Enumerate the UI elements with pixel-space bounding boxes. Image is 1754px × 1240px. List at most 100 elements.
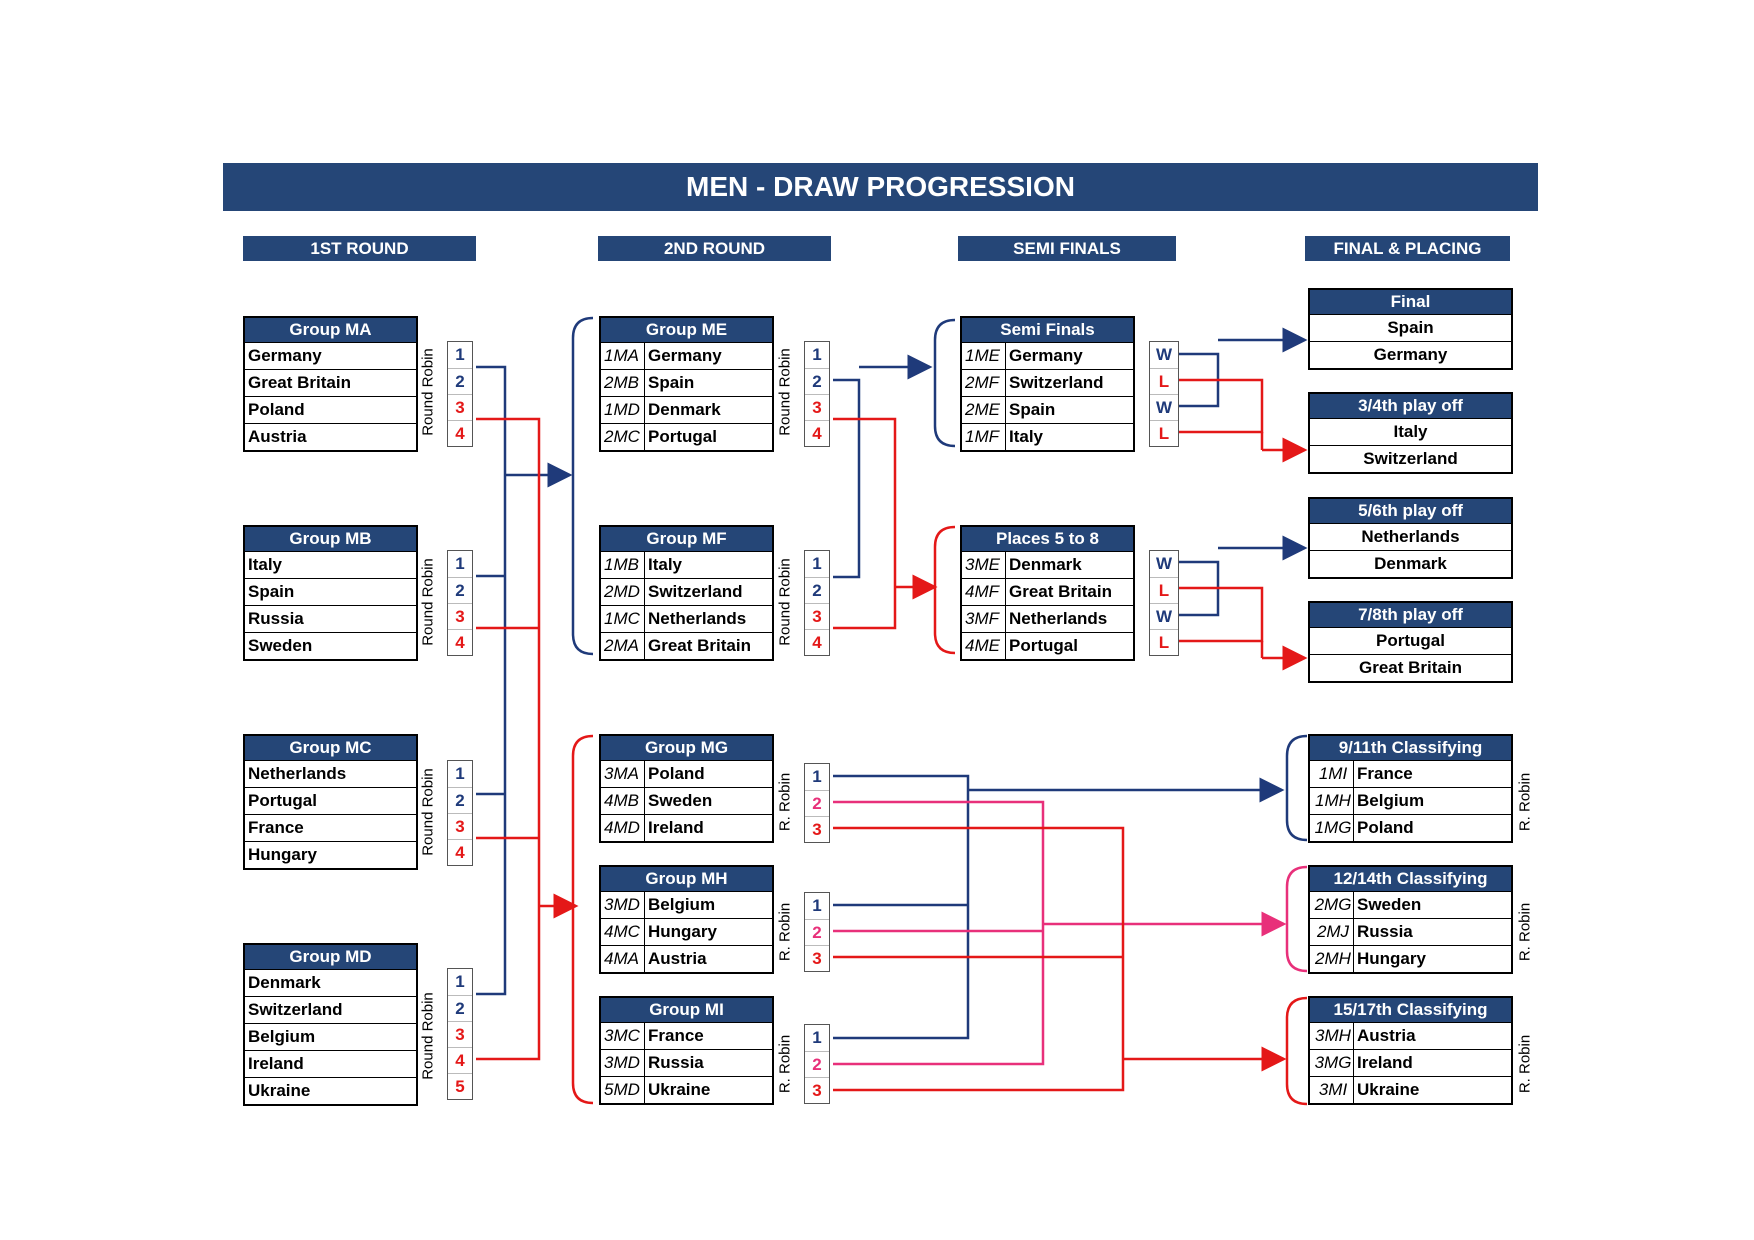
table-row: Ireland [245,1050,416,1077]
table-row: Belgium [245,1023,416,1050]
play-off-7-8-title: 7/8th play off [1310,603,1511,628]
play-off-3-4-title: 3/4th play off [1310,394,1511,419]
places-5-8-title: Places 5 to 8 [962,527,1133,552]
r-robin-label: R. Robin [776,902,794,962]
group-mh-title: Group MH [601,867,772,892]
group-md-table: Group MD Denmark Switzerland Belgium Ire… [243,943,418,1106]
table-row: Italy [248,555,283,574]
r-robin-label: R. Robin [1516,902,1534,962]
table-row: Austria [245,423,416,450]
round-robin-label: Round Robin [776,558,794,646]
table-row: Netherlands [1361,527,1460,546]
group-mb-table: Group MB Italy Spain Russia Sweden [243,525,418,661]
final-title: Final [1310,290,1511,315]
group-mg-title: Group MG [601,736,772,761]
round-robin-label: Round Robin [419,768,437,856]
group-me-title: Group ME [601,318,772,343]
column-heading-final-placing: FINAL & PLACING [1305,236,1510,261]
table-row: Ukraine [245,1077,416,1104]
group-mc-table: Group MC Netherlands Portugal France Hun… [243,734,418,870]
table-row: Great Britain [1310,654,1511,681]
table-row: Germany [1310,341,1511,368]
group-mb-title: Group MB [245,527,416,552]
table-row: Italy [1393,422,1428,441]
group-ma-title: Group MA [245,318,416,343]
table-row: Denmark [1310,550,1511,577]
table-row: Germany [248,346,322,365]
table-row: Russia [245,605,416,632]
round-robin-label: Round Robin [419,348,437,436]
group-md-title: Group MD [245,945,416,970]
table-row: Netherlands [248,764,347,783]
table-row: Hungary [245,841,416,868]
classifying-12-14-title: 12/14th Classifying [1310,867,1511,892]
round-robin-label: Round Robin [776,348,794,436]
group-mc-title: Group MC [245,736,416,761]
r-robin-label: R. Robin [776,1034,794,1094]
table-row: Switzerland [245,996,416,1023]
group-mi-title: Group MI [601,998,772,1023]
final-table: Final Spain Germany [1308,288,1513,370]
table-row: Denmark [248,973,321,992]
table-row: Great Britain [245,369,416,396]
table-row: Spain [245,578,416,605]
r-robin-label: R. Robin [776,772,794,832]
round-robin-label: Round Robin [419,558,437,646]
table-row: Portugal [245,787,416,814]
play-off-5-6-title: 5/6th play off [1310,499,1511,524]
play-off-7-8-table: 7/8th play off Portugal Great Britain [1308,601,1513,683]
play-off-5-6-table: 5/6th play off Netherlands Denmark [1308,497,1513,579]
table-row: Switzerland [1310,445,1511,472]
r-robin-label: R. Robin [1516,772,1534,832]
